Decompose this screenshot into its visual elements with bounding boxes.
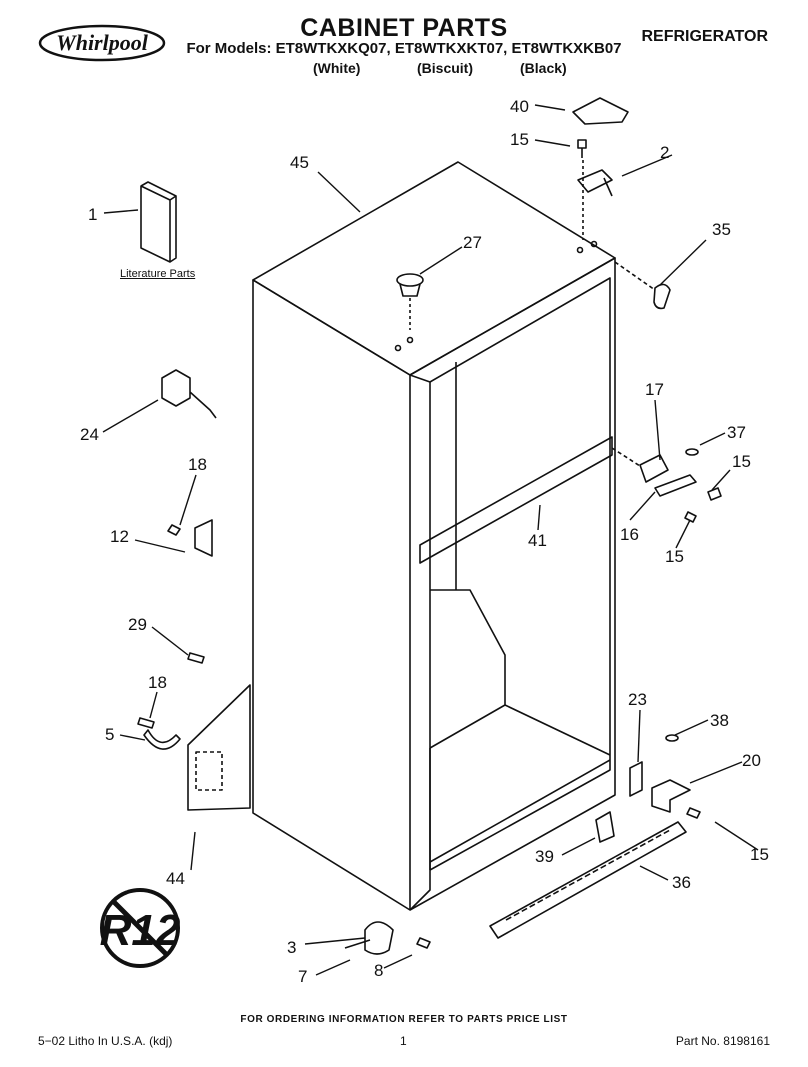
- whirlpool-swoosh-icon: Whirlpool: [38, 24, 166, 62]
- roller: [364, 921, 394, 955]
- callout-12: 12: [110, 527, 129, 546]
- inner-shelf: [429, 589, 506, 749]
- top-hinge: [577, 169, 613, 197]
- callout-18-lower: 18: [148, 673, 167, 692]
- literature-book: [140, 181, 177, 263]
- leveler: [161, 369, 217, 419]
- callout-15-lower: 15: [665, 547, 684, 566]
- ordering-note: FOR ORDERING INFORMATION REFER TO PARTS …: [240, 1014, 568, 1025]
- callout-41: 41: [528, 531, 547, 550]
- callout-27: 27: [463, 233, 482, 252]
- callout-45: 45: [290, 153, 309, 172]
- callout-39: 39: [535, 847, 554, 866]
- callout-23: 23: [628, 690, 647, 709]
- plug: [396, 273, 424, 287]
- callout-38: 38: [710, 711, 729, 730]
- callout-1: 1: [88, 205, 97, 224]
- middle-hinge-16: [654, 474, 697, 497]
- callout-8: 8: [374, 961, 383, 980]
- spacer: [629, 761, 643, 797]
- callout-20: 20: [742, 751, 761, 770]
- whirlpool-logo: Whirlpool: [38, 22, 166, 69]
- callout-16: 16: [620, 525, 639, 544]
- bracket-12: [194, 519, 213, 557]
- page-number: 1: [400, 1034, 407, 1048]
- callout-24: 24: [80, 425, 99, 444]
- page-title: CABINET PARTS: [300, 14, 508, 42]
- no-r12-icon: R12: [100, 888, 181, 968]
- variant-biscuit: (Biscuit): [417, 60, 473, 76]
- callout-29: 29: [128, 615, 147, 634]
- callout-44: 44: [166, 869, 185, 888]
- cabinet-top: [252, 161, 616, 376]
- literature-parts-label: Literature Parts: [120, 268, 196, 280]
- cabinet-side: [252, 279, 411, 911]
- brand-name: Whirlpool: [56, 30, 149, 55]
- hinge-cap: [572, 97, 629, 125]
- screw-29: [187, 652, 205, 664]
- callout-15-bottom: 15: [750, 845, 769, 864]
- callout-35: 35: [712, 220, 731, 239]
- callout-18-upper: 18: [188, 455, 207, 474]
- model-list: For Models: ET8WTKXKQ07, ET8WTKXKT07, ET…: [186, 40, 622, 57]
- callout-36: 36: [672, 873, 691, 892]
- callout-15-top: 15: [510, 130, 529, 149]
- callout-40: 40: [510, 97, 529, 116]
- middle-hinge-17: [639, 454, 669, 483]
- callout-37: 37: [727, 423, 746, 442]
- callout-2: 2: [660, 143, 669, 162]
- litho-info: 5−02 Litho In U.S.A. (kdj): [38, 1034, 173, 1048]
- back-panel: [187, 684, 251, 811]
- divider-rail: [419, 436, 613, 564]
- callout-17: 17: [645, 380, 664, 399]
- variant-white: (White): [313, 60, 361, 76]
- clip: [595, 811, 615, 843]
- clamp: [143, 729, 181, 750]
- callout-7: 7: [298, 967, 307, 986]
- callout-3: 3: [287, 938, 296, 957]
- product-category: REFRIGERATOR: [641, 28, 768, 45]
- callout-5: 5: [105, 725, 114, 744]
- part-number: Part No. 8198161: [675, 1034, 770, 1048]
- hinge-cover: [653, 283, 671, 310]
- base-grille: [489, 821, 687, 939]
- callout-15-mid: 15: [732, 452, 751, 471]
- variant-black: (Black): [520, 60, 567, 76]
- bottom-hinge: [651, 779, 691, 813]
- cabinet-front-edge: [409, 257, 616, 911]
